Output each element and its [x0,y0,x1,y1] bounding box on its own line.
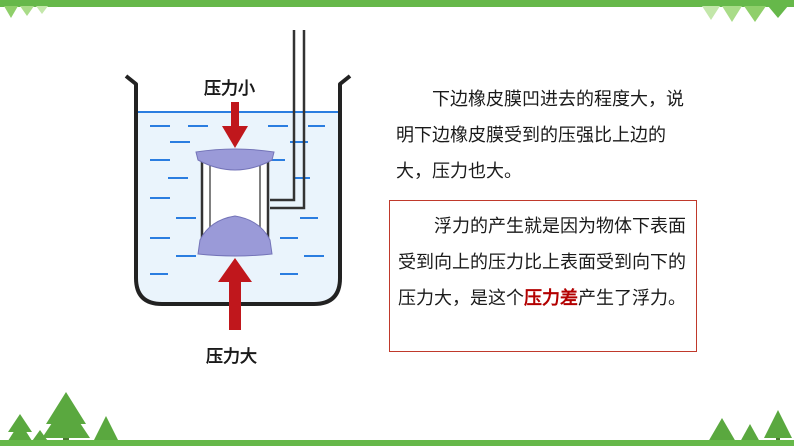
conclusion-text-end: 产生了浮力。 [578,288,686,309]
conclusion-box: 浮力的产生就是因为物体下表面受到向上的压力比上表面受到向下的压力大，是这个压力差… [389,200,697,352]
bottom-left-trees-decoration [6,392,118,446]
bottom-accent-bar [0,440,794,446]
top-arrow-head [222,126,248,148]
conclusion-paragraph: 浮力的产生就是因为物体下表面受到向上的压力比上表面受到向下的压力大，是这个压力差… [398,209,690,317]
highlight-pressure-difference: 压力差 [524,288,578,309]
water-dashes [150,125,325,275]
conclusion-text-start: 浮力的产生就是因为物体下表面受到向上的压力比上表面受到向下的压力大，是这个 [398,216,686,309]
top-membrane [195,148,275,171]
top-left-triangles-decoration [4,6,48,18]
top-right-triangles-decoration [702,6,788,22]
tube-inner [270,30,296,202]
top-arrow-shaft [231,102,239,128]
bottom-arrow-head [218,258,252,282]
tube-outer [270,30,306,210]
bottom-right-trees-decoration [708,410,792,444]
bottom-membrane [197,215,273,257]
label-pressure-small: 压力小 [204,79,255,99]
pressure-experiment-diagram [124,30,352,330]
top-accent-bar [0,0,794,7]
label-pressure-large: 压力大 [206,347,257,367]
explanation-paragraph: 下边橡皮膜凹进去的程度大，说明下边橡皮膜受到的压强比上边的大，压力也大。 [396,89,684,182]
bottom-arrow-shaft [229,280,241,330]
